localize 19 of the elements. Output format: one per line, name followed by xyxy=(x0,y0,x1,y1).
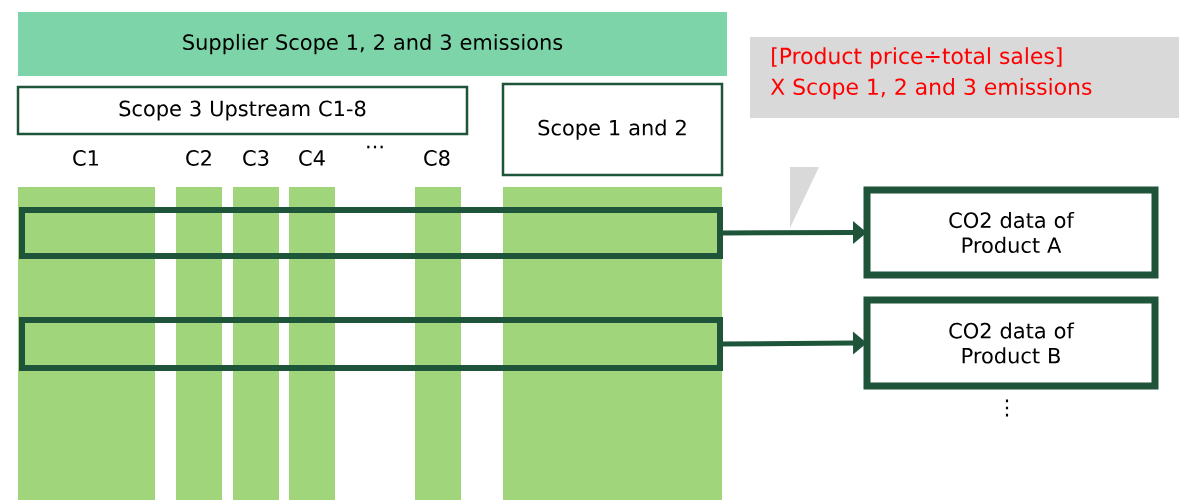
product-box: CO2 data of Product B xyxy=(863,296,1159,390)
column-bar xyxy=(233,187,279,500)
column-bar xyxy=(415,187,461,500)
header-banner: Supplier Scope 1, 2 and 3 emissions xyxy=(18,12,727,76)
ellipsis: ··· xyxy=(367,145,383,149)
column-label: C2 xyxy=(186,150,211,166)
scope-box: Scope 3 Upstream C1-8 xyxy=(16,85,469,136)
column-label: C8 xyxy=(424,150,450,166)
scope-box: Scope 1 and 2 xyxy=(501,82,724,177)
column-bar xyxy=(289,187,335,500)
column-bar xyxy=(503,187,722,500)
row-highlight-box xyxy=(19,317,723,371)
column-label: C1 xyxy=(73,150,99,166)
product-box: CO2 data of Product A xyxy=(863,186,1159,279)
row-highlight-box xyxy=(19,207,723,259)
column-label: C4 xyxy=(299,150,325,166)
column-bar xyxy=(176,187,222,500)
column-bar xyxy=(18,187,155,500)
column-label: C3 xyxy=(243,150,269,166)
